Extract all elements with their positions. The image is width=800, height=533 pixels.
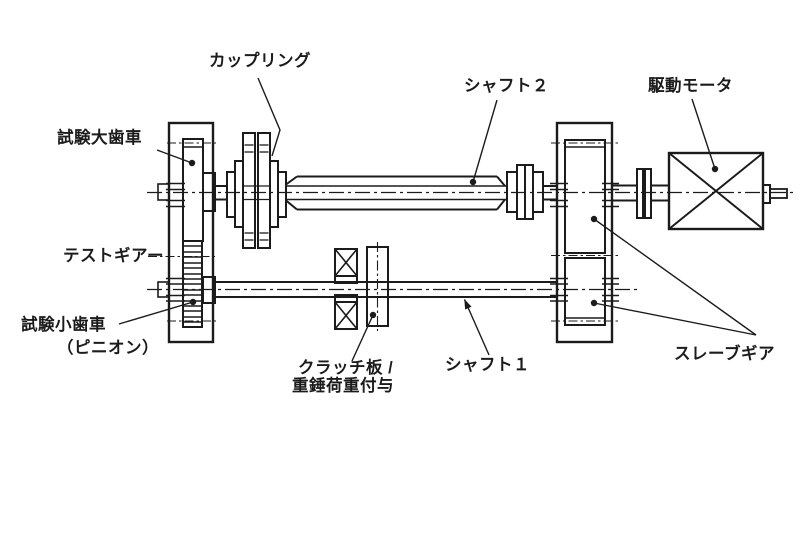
bearing-ticks-left-shaft2 — [166, 182, 185, 208]
motor-coupling-disc — [644, 168, 652, 219]
motor-output-shaft — [769, 188, 788, 199]
bearing-ticks-right-box — [550, 182, 619, 302]
bearing-ticks-left-shaft1 — [166, 277, 185, 302]
leader-shaft1 — [463, 299, 490, 356]
right-gearbox-pitch-lines — [551, 142, 618, 322]
slave-gear-upper — [564, 139, 606, 254]
shaft1 — [215, 281, 557, 298]
label-test-large-gear: 試験大歯車 — [57, 129, 142, 147]
leader-lines — [118, 77, 757, 362]
leader-slave-gears — [590, 215, 757, 336]
leader-coupling — [257, 77, 281, 157]
leader-clutch — [351, 311, 377, 362]
motor-coupling-disc — [636, 168, 644, 219]
slave-gear-lower — [564, 257, 606, 326]
test-large-gear — [182, 138, 216, 242]
test-pinion-gear — [182, 240, 216, 328]
drive-motor-assembly — [612, 151, 788, 231]
coupling-disc-ticks — [243, 144, 270, 241]
coupling-assembly — [215, 132, 287, 249]
label-shaft2: シャフト２ — [464, 77, 549, 95]
left-gearbox-pitch-lines — [148, 142, 216, 322]
label-test-pinion-line1: 試験小歯車 — [21, 316, 106, 334]
label-coupling: カップリング — [209, 52, 311, 70]
leader-drive-motor — [691, 98, 719, 173]
label-slave-gear: スレーブギア — [674, 345, 776, 363]
label-clutch-line2: 重錘荷重付与 — [292, 377, 394, 395]
leader-shaft2 — [469, 99, 498, 186]
label-clutch-line1: クラッチ板 / — [298, 359, 394, 377]
label-test-pinion-line2: （ピニオン） — [57, 339, 159, 357]
shaft2 — [285, 175, 508, 211]
clutch-weight-unit — [334, 242, 389, 331]
leader-test-large-gear — [156, 149, 196, 167]
small-coupling — [506, 164, 557, 220]
label-shaft1: シャフト１ — [445, 356, 530, 374]
label-drive-motor: 駆動モータ — [648, 77, 733, 95]
leader-test-pinion — [118, 298, 197, 325]
right-gearbox — [550, 121, 619, 344]
left-gearbox — [148, 121, 216, 344]
label-test-gear: テストギアー — [63, 247, 165, 265]
